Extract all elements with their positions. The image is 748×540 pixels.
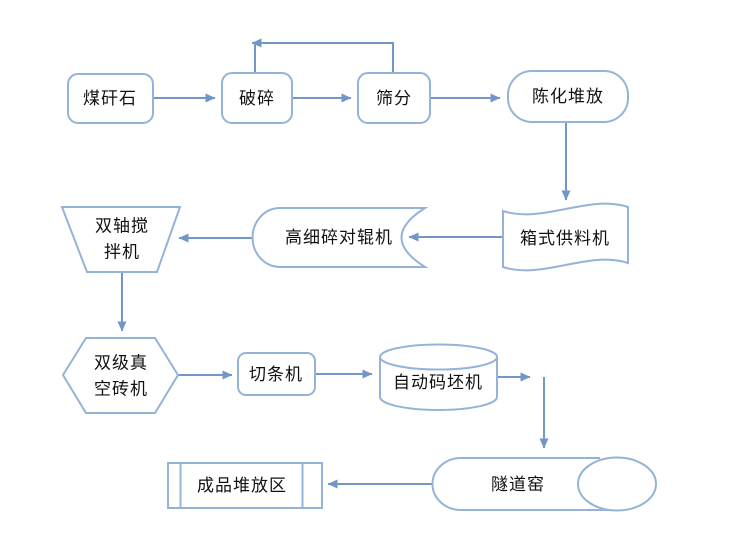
node-label-crusher: 破碎 (239, 88, 275, 108)
node-double-shaft-mixer-shape (60, 206, 182, 273)
node-label-aging-stockpile: 陈化堆放 (532, 86, 604, 106)
node-auto-stacker-body (379, 357, 498, 411)
node-label-tunnel-kiln: 隧道窑 (491, 474, 545, 494)
node-screening-shape (357, 72, 431, 124)
node-label-finished-area: 成品堆放区 (197, 475, 287, 495)
node-finished-area-shape (167, 462, 323, 509)
node-label-vacuum-brick-machine: 双级真空砖机 (94, 353, 148, 399)
node-auto-stacker-top (379, 343, 498, 371)
node-label-fine-crushing-roller: 高细碎对辊机 (285, 227, 393, 247)
node-fine-crushing-roller-shape (251, 207, 429, 268)
node-label-box-feeder: 箱式供料机 (520, 228, 610, 248)
node-label-screening: 筛分 (376, 88, 412, 108)
node-strip-cutter-shape (237, 352, 316, 396)
node-box-feeder-shape (502, 202, 629, 272)
node-tunnel-kiln-end (577, 456, 657, 512)
node-vacuum-brick-machine-shape (61, 337, 180, 414)
node-crusher-shape (221, 72, 293, 124)
edge-group (117, 38, 571, 489)
node-group (60, 70, 657, 512)
node-label-coal-gangue: 煤矸石 (83, 88, 137, 108)
node-label-double-shaft-mixer: 双轴搅拌机 (95, 216, 149, 262)
node-tunnel-kiln-body (431, 457, 612, 511)
edge-screening-crusher-return (251, 38, 394, 73)
node-label-strip-cutter: 切条机 (249, 364, 303, 384)
node-label-auto-stacker: 自动码坯机 (393, 372, 483, 392)
node-aging-stockpile-shape (507, 70, 629, 123)
node-coal-gangue-shape (67, 73, 154, 124)
